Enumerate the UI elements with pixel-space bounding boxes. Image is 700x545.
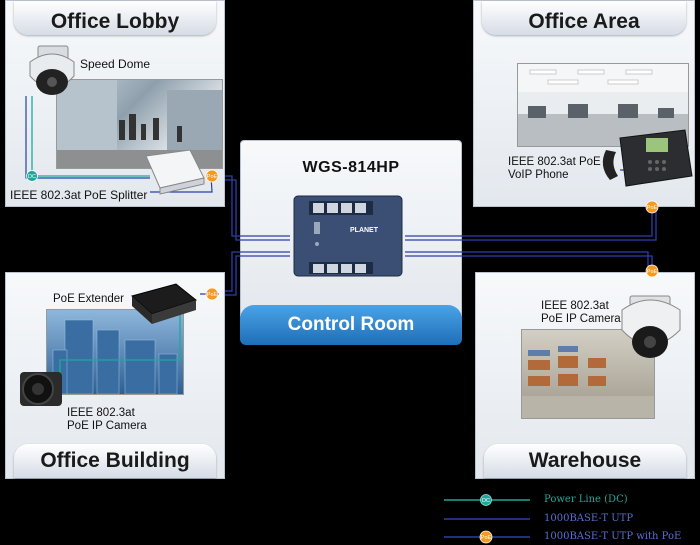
poe-badge-office: PoE (645, 200, 659, 214)
poe-badge-lobby: PoE (205, 169, 219, 183)
poe-badge-building: PoE (205, 287, 219, 301)
switch-model-label: WGS-814HP (302, 159, 400, 176)
poe-splitter-icon (145, 149, 205, 195)
legend-poe-badge: PoE (481, 535, 492, 541)
control-room-label: Control Room (240, 305, 462, 345)
legend: DC PoE (444, 494, 530, 544)
legend-label-utp: 1000BASE-T UTP (544, 513, 634, 524)
warehouse-title-bar (484, 444, 686, 478)
svg-text:PoE: PoE (647, 205, 658, 211)
svg-text:DC: DC (28, 174, 36, 180)
warehouse-panel: Warehouse IEEE 802.3at PoE IP Camera (475, 272, 695, 479)
office-lobby-title-bar (14, 1, 216, 35)
voip-phone-label-line2: VoIP Phone (508, 169, 569, 181)
utp-cables (225, 175, 657, 296)
office-building-title: Office Building (40, 449, 190, 472)
office-building-title-bar (14, 444, 216, 478)
warehouse-photo (521, 329, 655, 419)
box-camera-icon (20, 372, 62, 406)
office-building-panel: Office Building PoE Extender IEEE 802.3a… (5, 272, 225, 479)
building-camera-label-line2: PoE IP Camera (67, 420, 147, 432)
svg-text:PoE: PoE (207, 174, 218, 180)
poe-extender-label: PoE Extender (53, 293, 124, 305)
poe-badges: PoE PoE PoE PoE (205, 169, 659, 301)
dc-cables (31, 96, 181, 378)
office-area-title: Office Area (528, 10, 640, 33)
legend-label-utp-poe: 1000BASE-T UTP with PoE (544, 531, 682, 542)
office-lobby-panel: Office Lobby Speed Dome IEEE 802.3at PoE… (5, 0, 225, 207)
svg-text:PoE: PoE (647, 269, 658, 275)
voip-phone-icon (602, 129, 693, 187)
switch-brand-text: PLANET (350, 227, 379, 234)
poe-extender-icon (130, 283, 198, 324)
wgs-814hp-switch-icon (293, 195, 403, 277)
poe-badge-warehouse: PoE (645, 264, 659, 278)
speed-dome-label: Speed Dome (80, 57, 151, 71)
dc-badge-lobby: DC (26, 170, 38, 182)
svg-text:PoE: PoE (207, 292, 218, 298)
building-camera-label-line1: IEEE 802.3at (67, 407, 135, 419)
legend-dc-badge: DC (482, 498, 490, 504)
office-area-title-bar (482, 1, 686, 35)
warehouse-camera-label-line1: IEEE 802.3at (541, 300, 609, 312)
office-lobby-title: Office Lobby (50, 10, 180, 33)
warehouse-camera-label-line2: PoE IP Camera (541, 313, 621, 325)
warehouse-title: Warehouse (528, 449, 642, 472)
voip-phone-label-line1: IEEE 802.3at PoE (508, 156, 601, 168)
legend-label-dc: Power Line (DC) (544, 494, 628, 505)
speed-dome-icon (29, 45, 75, 95)
ptz-camera-icon (621, 295, 681, 358)
dome-data-cable (25, 96, 150, 179)
poe-splitter-label: IEEE 802.3at PoE Splitter (10, 188, 148, 202)
